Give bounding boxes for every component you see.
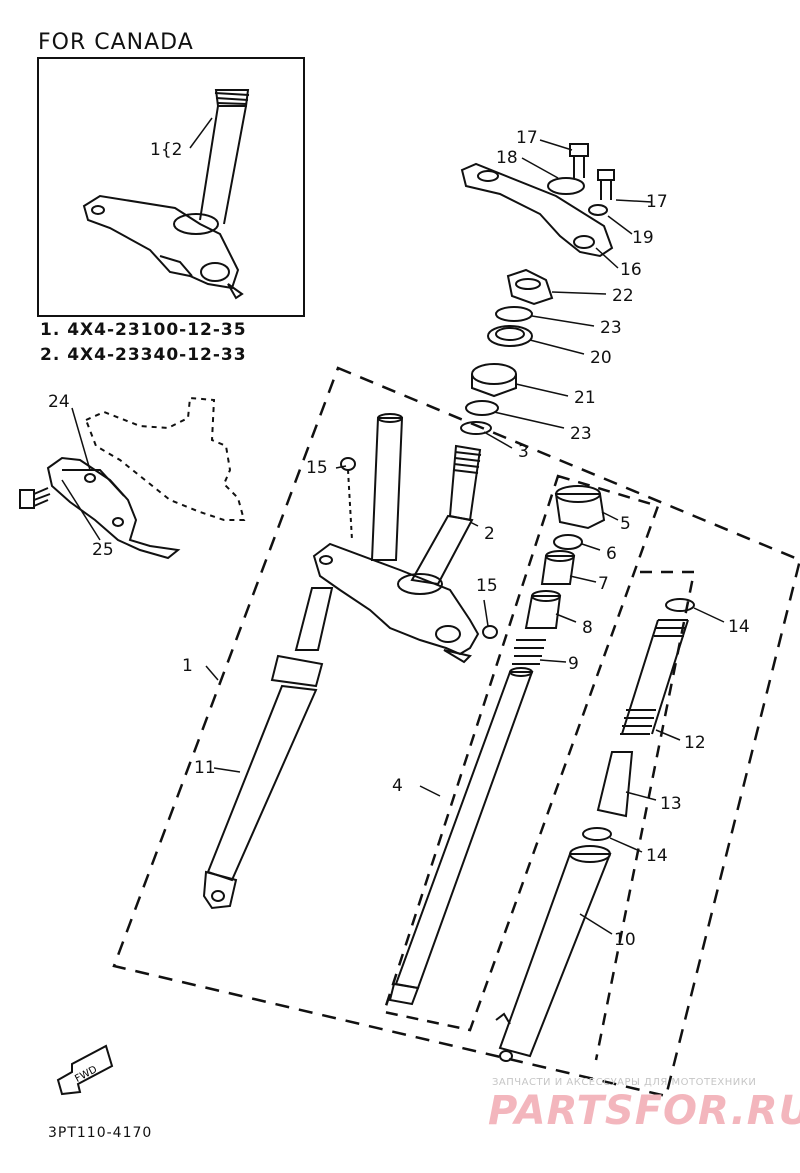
part-label: 4 xyxy=(392,776,403,796)
part-label: 3 xyxy=(518,442,529,462)
part-label: 19 xyxy=(632,228,654,248)
diagram-code: 3PT110-4170 xyxy=(48,1125,153,1141)
part-label: 9 xyxy=(568,654,579,674)
part-label: 5 xyxy=(620,514,631,534)
bolt-15-upper xyxy=(340,457,356,471)
inner-fork-outline xyxy=(382,474,660,1032)
part-label: 15 xyxy=(306,458,328,478)
inset-steering-stem xyxy=(82,89,250,300)
fork-assembly-outline xyxy=(112,366,800,1098)
diagram-title: FOR CANADA xyxy=(38,30,194,55)
outer-tube-10 xyxy=(495,845,612,1062)
part-label: 1 xyxy=(182,656,193,676)
steering-head-stack xyxy=(460,268,554,435)
leader-lines xyxy=(61,117,725,935)
forward-direction-arrow: FWD xyxy=(56,1044,114,1096)
part-label: 17 xyxy=(516,128,538,148)
part-label: 13 xyxy=(660,794,682,814)
fork-internals xyxy=(512,485,606,665)
ghost-bracket xyxy=(84,396,246,521)
part-label: 20 xyxy=(590,348,612,368)
inset-note-2: 2. 4X4-23340-12-33 xyxy=(40,345,247,365)
part-label: 18 xyxy=(496,148,518,168)
part-label: 15 xyxy=(476,576,498,596)
watermark-logo: PARTSFOR.RU xyxy=(488,1088,800,1134)
watermark-caption: ЗАПЧАСТИ И АКСЕССУАРЫ ДЛЯ МОТОТЕХНИКИ xyxy=(492,1077,757,1088)
fork-spring-12 xyxy=(582,598,695,841)
washer-19 xyxy=(588,204,608,216)
part-label: 16 xyxy=(620,260,642,280)
spring-group-outline xyxy=(594,570,696,1061)
steering-stem-2 xyxy=(312,444,482,664)
inset-callout: 1{2 xyxy=(150,140,183,160)
inset-frame xyxy=(37,57,305,317)
part-label: 14 xyxy=(646,846,668,866)
part-label: 22 xyxy=(612,286,634,306)
part-label: 8 xyxy=(582,618,593,638)
part-label: 23 xyxy=(600,318,622,338)
fork-top-bracket-16 xyxy=(460,162,614,258)
part-label: 2 xyxy=(484,524,495,544)
part-label: 7 xyxy=(598,574,609,594)
part-label: 17 xyxy=(646,192,668,212)
bolt-path xyxy=(347,469,353,541)
part-label: 6 xyxy=(606,544,617,564)
bolt-15-lower xyxy=(482,625,498,639)
part-label: 23 xyxy=(570,424,592,444)
part-label: 24 xyxy=(48,392,70,412)
part-label: 12 xyxy=(684,733,706,753)
left-fork-leg-11 xyxy=(202,413,404,910)
bolt-25 xyxy=(19,487,51,509)
inset-note-1: 1. 4X4-23100-12-35 xyxy=(40,320,247,340)
part-label: 11 xyxy=(194,758,216,778)
part-label: 21 xyxy=(574,388,596,408)
inner-tube-4 xyxy=(388,667,534,1006)
part-label: 25 xyxy=(92,540,114,560)
part-label: 14 xyxy=(728,617,750,637)
part-label: 10 xyxy=(614,930,636,950)
